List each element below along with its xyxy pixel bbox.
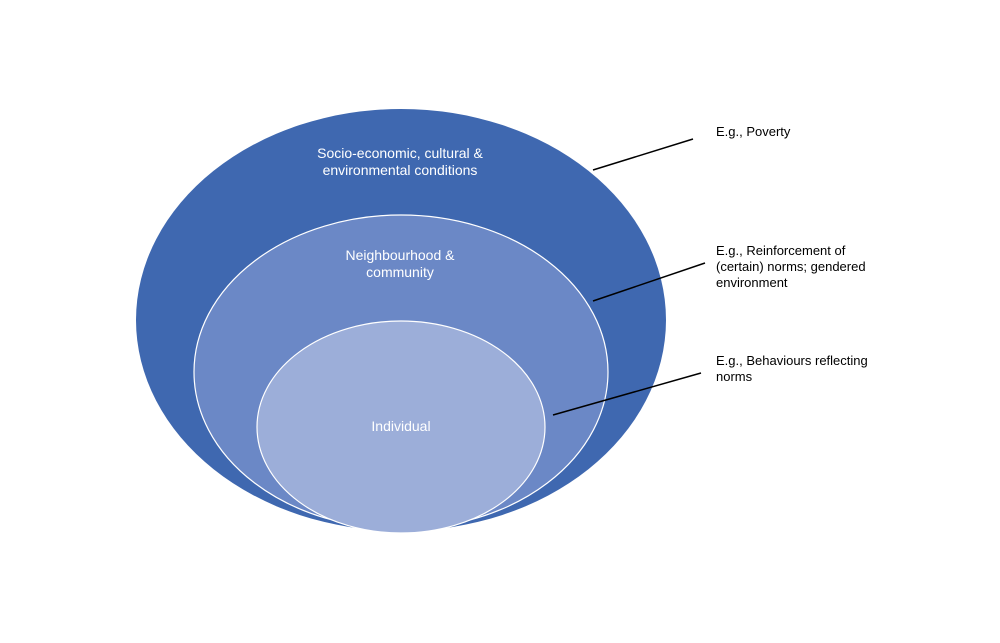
- leader-line-middle: [592, 262, 706, 302]
- leader-line-inner: [552, 372, 702, 416]
- leader-line-outer: [592, 138, 694, 171]
- annotation-outer: E.g., Poverty: [716, 124, 791, 139]
- annotation-inner: E.g., Behaviours reflecting norms: [716, 353, 868, 384]
- outer-layer-label: Socio-economic, cultural & environmental…: [317, 145, 483, 178]
- annotation-middle: E.g., Reinforcement of (certain) norms; …: [716, 243, 866, 290]
- middle-layer-label: Neighbourhood & community: [345, 247, 455, 280]
- inner-ellipse-individual: [256, 320, 546, 534]
- inner-layer-label: Individual: [371, 418, 431, 434]
